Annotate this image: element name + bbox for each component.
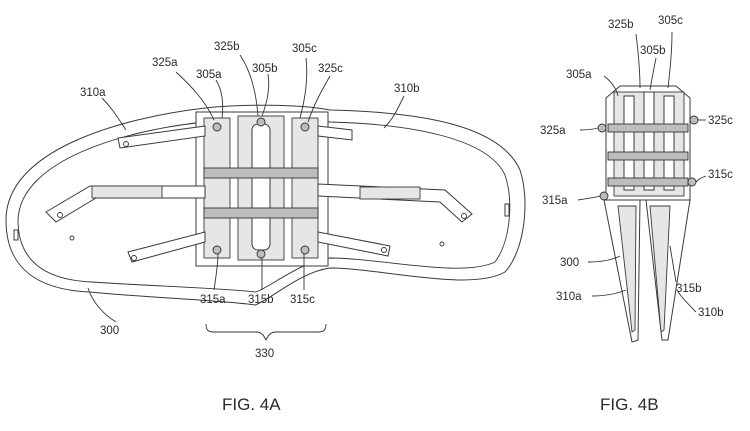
fig-4b-knob-325a (597, 123, 607, 133)
fig-4a-leader-305a (215, 79, 224, 119)
fig-4b-leg-310a-shade (617, 205, 637, 333)
fig-4b-label-305a: 305a (566, 69, 592, 81)
fig-4a-arm-left-upper (117, 125, 206, 149)
fig-4a-knob-325c (300, 122, 310, 132)
fig-4a-arm-right-middle (317, 183, 473, 223)
fig-4b-leader-325a (579, 127, 599, 131)
fig-4a-arm-right-middle-shade (359, 186, 421, 200)
fig-4b-label-310b: 310b (698, 307, 724, 319)
fig-4b-knob-325c (689, 115, 699, 125)
fig-4b-label-325a: 325a (540, 125, 566, 137)
fig-4a-label-310a: 310a (80, 87, 106, 99)
fig-4b-leader-310a (591, 289, 627, 297)
fig-4a-leader-315a (213, 253, 219, 291)
fig-4a-label-315a: 315a (200, 294, 226, 306)
fig-4b-caption: FIG. 4B (600, 395, 659, 414)
fig-4a-label-315b: 315b (248, 294, 274, 306)
fig-4a-drawing: 310a 325a 305a 325b 305b 305c 325c 310b … (5, 41, 526, 414)
fig-4b-leader-310b (677, 291, 697, 313)
fig-4a-leader-305b (261, 73, 270, 117)
fig-4b-slot-c (663, 95, 675, 191)
fig-4a-slot-315b (251, 123, 271, 251)
fig-4b-label-300: 300 (560, 257, 579, 269)
fig-4a-knob-325a (212, 122, 222, 132)
fig-4a-label-325c: 325c (318, 63, 343, 75)
fig-4b-leader-315b (669, 245, 677, 283)
fig-4a-bolt-3 (131, 255, 137, 261)
fig-4a-label-315c: 315c (290, 294, 315, 306)
fig-4b-leader-300 (587, 255, 621, 263)
fig-4a-label-325a: 325a (152, 57, 178, 69)
fig-4b-knob-315c (687, 177, 697, 187)
fig-4a-leader-325a (175, 71, 215, 121)
fig-4b-leader-305c (667, 31, 673, 89)
fig-4b-label-325c: 325c (708, 115, 733, 127)
fig-4b-label-305c: 305c (658, 15, 683, 27)
fig-4a-knob-lower-a (212, 245, 222, 255)
fig-4a-bolt-2 (123, 141, 129, 147)
fig-4b-leader-325b (635, 33, 641, 89)
fig-4a-bracket-330 (205, 323, 327, 342)
fig-4a-bolt-1 (57, 212, 63, 218)
fig-4b-leg-310b-shade (649, 205, 671, 333)
fig-4a-arm-left-middle-shade (91, 185, 163, 199)
fig-4b-slot-a (623, 95, 635, 191)
fig-4a-bolt-5 (381, 247, 387, 253)
fig-4b-label-325b: 325b (608, 19, 634, 31)
fig-4a-arm-right-upper (317, 125, 353, 141)
fig-4b-leader-305b (649, 57, 657, 91)
fig-4b-label-305b: 305b (640, 45, 666, 57)
fig-4a-label-305b: 305b (252, 63, 278, 75)
fig-4a-carriage-305a (203, 117, 231, 259)
fig-4b-knob-315a (599, 191, 609, 201)
fig-4b-leader-305a (603, 75, 619, 97)
fig-4a-label-305a: 305a (196, 69, 222, 81)
fig-4b-crossbar-1 (607, 123, 689, 133)
fig-4a-label-310b: 310b (394, 83, 420, 95)
fig-4b-drawing: 325b 305c 305a 305b 325a 325c 315a 315c … (540, 15, 733, 414)
fig-4a-label-330: 330 (255, 348, 274, 360)
fig-4a-crossbar-lower (203, 207, 319, 219)
fig-4b-label-315a: 315a (542, 195, 568, 207)
fig-4a-label-305c: 305c (292, 43, 317, 55)
fig-4a-leader-310b (383, 95, 405, 129)
fig-4a-bolt-4 (461, 213, 467, 219)
fig-4a-bolt-6 (69, 235, 75, 241)
fig-4a-knob-lower-b (256, 249, 266, 259)
fig-4a-caption: FIG. 4A (222, 395, 281, 414)
fig-4a-leader-305c (299, 57, 308, 119)
fig-4b-leader-315c (695, 175, 707, 183)
fig-4b-slot-b (643, 91, 655, 191)
fig-4b-label-310a: 310a (556, 291, 582, 303)
fig-4a-carriage-305c (291, 117, 319, 259)
fig-4a-arm-right-lower (317, 231, 391, 257)
fig-4a-label-325b: 325b (214, 41, 240, 53)
fig-4a-arm-left-middle (45, 185, 206, 223)
fig-4b-crossbar-3 (607, 177, 689, 187)
fig-4a-edge-tab-left (13, 229, 19, 241)
fig-4a-leader-310a (101, 97, 127, 131)
fig-4a-leader-325c (307, 75, 331, 123)
fig-4b-crossbar-2 (607, 151, 689, 161)
fig-4b-leader-315a (577, 195, 601, 201)
fig-4a-arm-left-lower (127, 231, 206, 263)
fig-4a-knob-lower-c (300, 245, 310, 255)
fig-4b-label-315b: 315b (676, 283, 702, 295)
fig-4a-leader-300 (87, 287, 117, 323)
fig-4a-edge-tab-right (504, 203, 510, 217)
fig-4a-bolt-7 (439, 241, 445, 247)
fig-4a-knob-325b (256, 117, 266, 127)
fig-4a-leader-325b (239, 54, 259, 117)
fig-4a-label-300: 300 (100, 325, 119, 337)
fig-4a-crossbar-upper (203, 167, 319, 179)
fig-4b-label-315c: 315c (708, 169, 733, 181)
